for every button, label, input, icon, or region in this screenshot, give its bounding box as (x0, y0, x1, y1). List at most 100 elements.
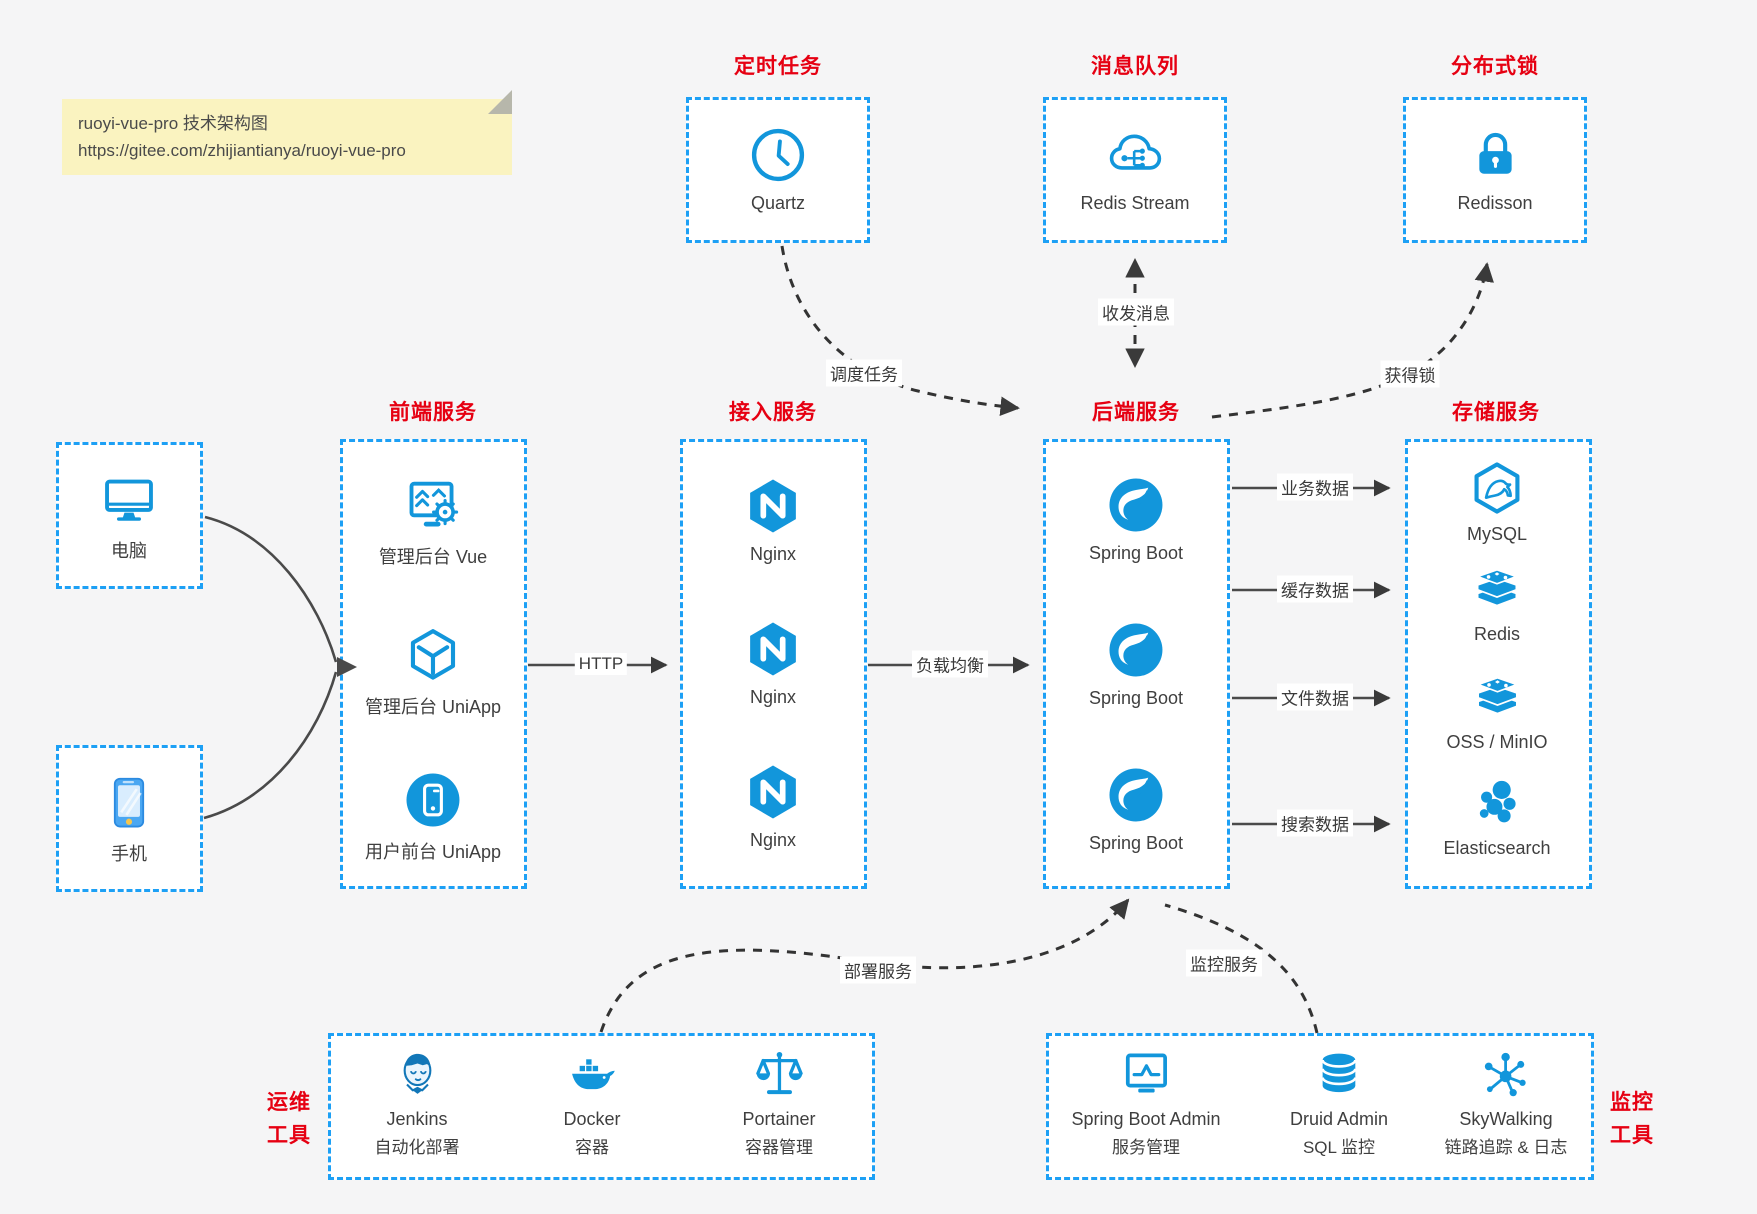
edge-label-schedule-task: 调度任务 (826, 359, 902, 387)
desktop-icon (105, 479, 153, 521)
mq-box (1043, 97, 1227, 243)
monitor-item-name: Spring Boot Admin (1071, 1109, 1221, 1129)
frontend-item-vue: 管理后台 Vue (379, 474, 487, 569)
monitor-item-sba: Spring Boot Admin 服务管理 (1071, 1046, 1221, 1158)
edge-label-http: HTTP (574, 653, 628, 675)
nginx-icon (750, 765, 796, 819)
monitor-item-skywalking: SkyWalking 链路追踪 & 日志 (1444, 1046, 1568, 1158)
uniapp-cube-icon (410, 629, 456, 680)
monitor-item-druid: Druid Admin SQL 监控 (1290, 1046, 1388, 1158)
storage-item-elasticsearch: Elasticsearch (1443, 773, 1551, 859)
storage-item-label: Elasticsearch (1443, 838, 1551, 858)
skywalking-icon (1485, 1052, 1527, 1097)
gateway-item-label: Nginx (749, 687, 797, 707)
uniapp-user-icon (406, 773, 460, 827)
edge-acquire-lock (1211, 262, 1494, 419)
edge-label-monitor-service: 监控服务 (1186, 949, 1262, 977)
monitor-item-desc: SQL 监控 (1302, 1138, 1376, 1157)
ops-item-desc: 容器 (574, 1138, 609, 1157)
backend-item-label: Spring Boot (1088, 543, 1184, 563)
edge-pc-to-frontend (204, 515, 338, 663)
cloud-mq-icon (1109, 134, 1161, 170)
monitor-side-label: 监控 工具 (1610, 1091, 1654, 1147)
storage-item-redis: Redis (1468, 559, 1526, 645)
edge-phone-to-frontend (203, 671, 338, 820)
frontend-item-label: 用户前台 UniApp (364, 842, 502, 862)
ops-item-desc: 容器管理 (744, 1138, 813, 1157)
backend-item-label: Spring Boot (1088, 833, 1184, 853)
ops-item-jenkins: Jenkins 自动化部署 (375, 1046, 460, 1158)
ops-item-desc: 自动化部署 (374, 1138, 460, 1157)
ops-item-name: Portainer (742, 1109, 816, 1129)
ops-item-docker: Docker 容器 (563, 1046, 621, 1158)
backend-item-label: Spring Boot (1088, 688, 1184, 708)
spring-boot-icon (1109, 478, 1163, 532)
edge-label-search-data: 搜索数据 (1277, 809, 1353, 837)
lock-item: Redisson (1457, 124, 1533, 214)
group-title-gateway: 接入服务 (729, 401, 817, 424)
ops-item-name: Docker (563, 1109, 621, 1129)
storage-box (1405, 439, 1592, 889)
monitor-item-name: SkyWalking (1459, 1109, 1553, 1129)
monitor-item-desc: 服务管理 (1112, 1138, 1180, 1157)
ops-item-portainer: Portainer 容器管理 (742, 1046, 816, 1158)
group-title-frontend: 前端服务 (389, 401, 477, 424)
group-title-storage: 存储服务 (1452, 401, 1540, 424)
frontend-item-admin-uniapp: 管理后台 UniApp (365, 624, 501, 719)
spring-boot-icon (1109, 623, 1163, 677)
group-title-backend: 后端服务 (1092, 401, 1180, 424)
edge-label-cache-data: 缓存数据 (1277, 575, 1353, 603)
frontend-item-label: 管理后台 UniApp (364, 697, 502, 717)
storage-item-label: OSS / MinIO (1446, 732, 1548, 752)
scheduler-item: Quartz (747, 124, 809, 214)
ops-side-label: 运维 工具 (267, 1091, 311, 1147)
docker-icon (571, 1059, 615, 1090)
edge-label-acquire-lock: 获得锁 (1380, 360, 1440, 388)
frontend-item-label: 管理后台 Vue (378, 547, 488, 567)
padlock-icon (1478, 132, 1512, 174)
backend-item-2: Spring Boot (1089, 619, 1183, 709)
oss-icon (1475, 676, 1519, 715)
vue-admin-icon (409, 481, 459, 527)
pc-label: 电脑 (111, 541, 147, 561)
phone-item: 手机 (98, 771, 160, 866)
mq-label: Redis Stream (1080, 193, 1190, 213)
nginx-icon (750, 622, 796, 676)
edge-label-business-data: 业务数据 (1277, 473, 1353, 501)
portainer-icon (755, 1051, 803, 1095)
storage-item-mysql: MySQL (1467, 459, 1527, 545)
druid-icon (1321, 1053, 1357, 1093)
note-url: https://gitee.com/zhijiantianya/ruoyi-vu… (78, 141, 406, 161)
storage-item-label: Redis (1473, 624, 1521, 644)
mq-item: Redis Stream (1080, 124, 1190, 214)
edge-label-deploy-service: 部署服务 (840, 956, 916, 984)
storage-item-label: MySQL (1466, 524, 1528, 544)
gateway-item-1: Nginx (742, 475, 804, 565)
gateway-item-3: Nginx (742, 761, 804, 851)
edge-label-load-balance: 负载均衡 (912, 650, 988, 678)
gateway-item-label: Nginx (749, 544, 797, 564)
ops-item-name: Jenkins (386, 1109, 448, 1129)
spring-boot-icon (1109, 768, 1163, 822)
frontend-item-user-uniapp: 用户前台 UniApp (365, 769, 501, 864)
sticky-note: ruoyi-vue-pro 技术架构图 https://gitee.com/zh… (62, 99, 512, 176)
jenkins-icon (403, 1053, 431, 1094)
note-fold-corner (488, 90, 512, 114)
group-title-lock: 分布式锁 (1451, 55, 1539, 78)
lock-label: Redisson (1457, 193, 1533, 213)
gateway-item-2: Nginx (742, 618, 804, 708)
elasticsearch-icon (1479, 780, 1516, 823)
scheduler-label: Quartz (750, 193, 806, 213)
monitor-item-name: Druid Admin (1289, 1109, 1389, 1129)
pc-item: 电脑 (98, 468, 160, 563)
monitor-item-desc: 链路追踪 & 日志 (1444, 1138, 1568, 1157)
group-title-mq: 消息队列 (1091, 55, 1179, 78)
phone-label: 手机 (111, 844, 147, 864)
backend-item-1: Spring Boot (1089, 474, 1183, 564)
backend-item-3: Spring Boot (1089, 764, 1183, 854)
spring-boot-admin-icon (1125, 1053, 1167, 1093)
phone-box (56, 745, 203, 892)
edge-label-send-receive-msg: 收发消息 (1098, 298, 1174, 326)
redis-icon (1475, 568, 1519, 607)
